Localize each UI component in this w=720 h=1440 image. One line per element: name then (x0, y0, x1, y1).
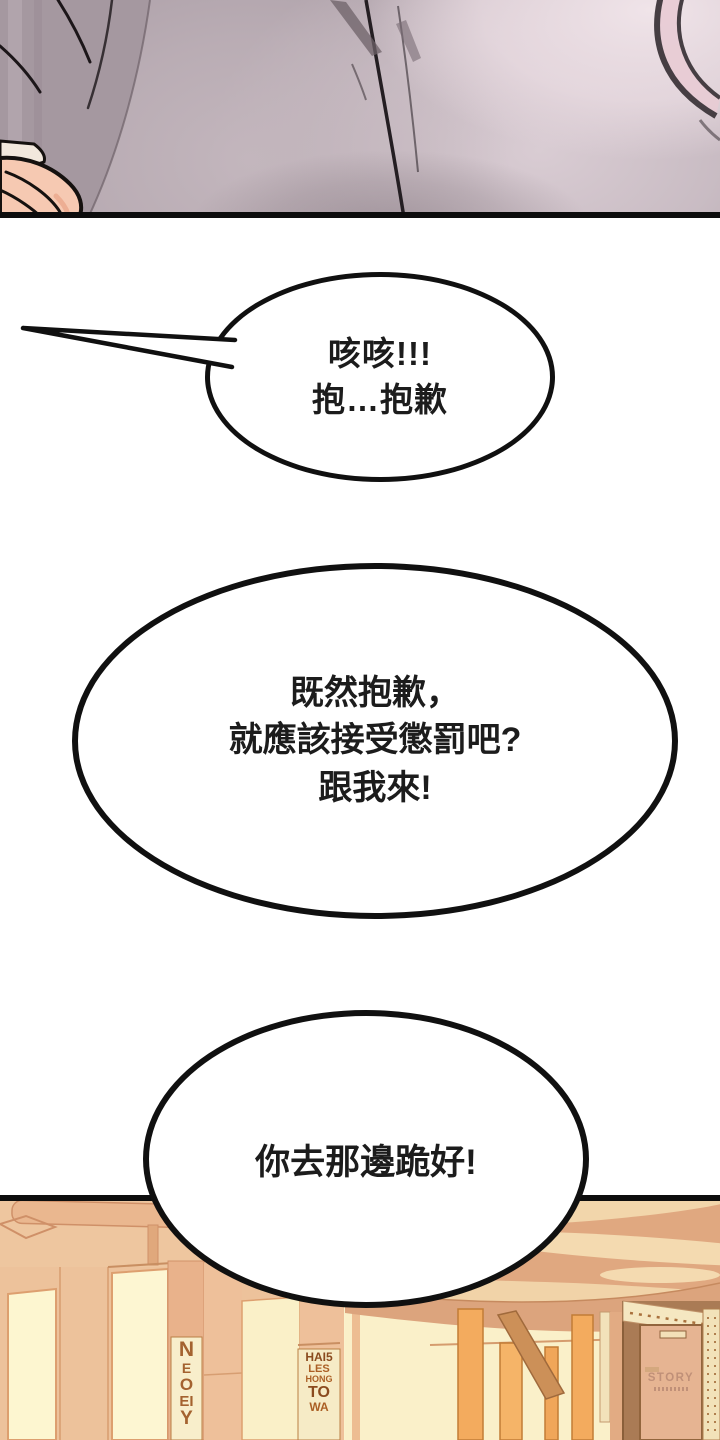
speech-bubble-1-text: 咳咳!!! 抱…抱歉 (312, 331, 448, 423)
poster-letter: N (178, 1339, 195, 1361)
shirt-placket-lines (330, 0, 421, 219)
bubble1-line1: 咳咳!!! (328, 334, 432, 372)
door-sign-subtext-strip (654, 1387, 688, 1391)
shirt-closeup-art (0, 0, 720, 370)
speech-bubble-1: 咳咳!!! 抱…抱歉 (205, 272, 555, 482)
poster-typography-right: HAI5 LES HONG TO WA (298, 1351, 340, 1440)
bubble2-line3: 跟我來! (318, 768, 432, 807)
left-doors-and-pillars (0, 1257, 358, 1440)
shirt-top-sheen (370, 0, 720, 160)
panel-top-illustration (0, 0, 720, 370)
poster-letter: O (179, 1374, 194, 1394)
bubble1-tail (20, 325, 238, 370)
bubble2-line2: 就應該接受懲罰吧? (228, 721, 522, 760)
poster-typography-left: N E O EI Y (171, 1339, 202, 1440)
poster-word: HONG (305, 1374, 333, 1385)
bubble3-line1: 你去那邊跪好! (255, 1142, 477, 1182)
poster-letter: E (181, 1360, 192, 1377)
poster-word: HAI5 (305, 1351, 333, 1364)
bubble1-line2: 抱…抱歉 (312, 381, 448, 418)
poster-word: WA (309, 1400, 329, 1415)
bubble2-line1: 既然抱歉， (290, 673, 460, 712)
collar-edge-lines (654, 0, 720, 142)
door-sign-text: STORY (647, 1372, 695, 1384)
speech-bubble-2-text: 既然抱歉， 就應該接受懲罰吧? 跟我來! (229, 670, 522, 813)
poster-letter: Y (180, 1408, 193, 1430)
poster-letter: EI (179, 1392, 194, 1410)
wood-slats (457, 1308, 594, 1440)
speech-bubble-3: 你去那邊跪好! (143, 1010, 589, 1308)
right-structure (599, 1300, 720, 1440)
panel-top-border (0, 212, 720, 218)
store-door-sign: STORY (640, 1372, 702, 1391)
poster-word: TO (308, 1383, 330, 1401)
speech-bubble-2: 既然抱歉， 就應該接受懲罰吧? 跟我來! (72, 563, 678, 919)
speech-bubble-3-text: 你去那邊跪好! (255, 1134, 477, 1185)
poster-word: LES (308, 1362, 330, 1375)
store-door (639, 1324, 703, 1440)
